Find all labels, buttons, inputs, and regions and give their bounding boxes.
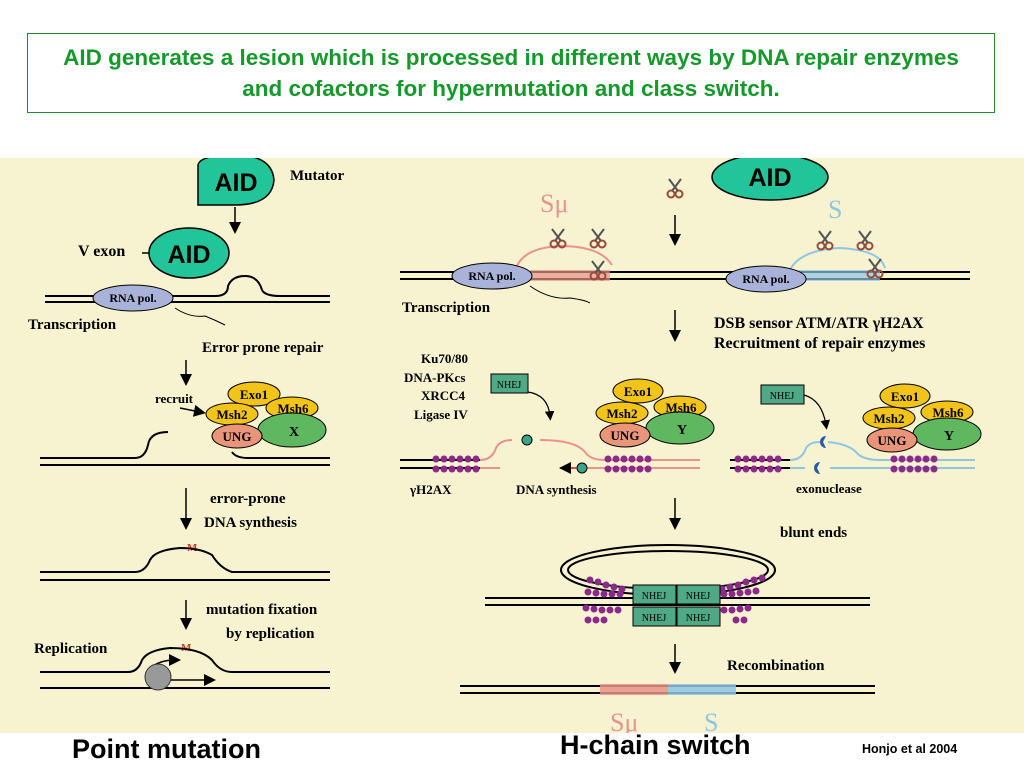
recruit-label: recruit [155,391,194,406]
dsb-label-1: DSB sensor ATM/ATR γH2AX [714,315,924,332]
ung-label: UNG [878,433,907,448]
scissors-icon [549,228,567,249]
nhej-label: NHEJ [770,391,795,402]
transcription-label: Transcription [28,317,117,333]
fixation-label-1: mutation fixation [206,602,318,618]
aid-label: AID [214,169,257,197]
y-label: Y [944,429,954,444]
rna-pol [92,284,174,312]
aid-badge-vexon: AID [148,227,230,279]
y-label: Y [677,423,687,438]
diagram-panel: AID Mutator V exon AID RNA pol. Transcri… [0,158,1024,733]
scissors-icon [589,228,607,249]
exo1-label: Exo1 [891,389,919,404]
nhej-label: NHEJ [686,591,711,602]
error-prone-label-2: DNA synthesis [204,515,297,531]
scissors-icon [856,230,874,251]
fixation-label-2: by replication [226,626,315,642]
transcription-label: Transcription [402,300,491,316]
ku-label-3: XRCC4 [421,388,466,403]
exo1-label: Exo1 [624,384,652,399]
aid-label: AID [167,241,210,269]
dna-strand [45,274,330,297]
msh6-label: Msh6 [665,400,697,415]
aid-badge-right: AID [711,158,829,201]
slide-title: AID generates a lesion which is processe… [63,45,959,101]
dna-synthesis-label: DNA synthesis [516,482,597,497]
scissors-icon [816,230,834,251]
right-pathway: AID Sμ S RNA pol. RNA pol. Transcription… [400,158,982,733]
aid-badge-top: AID [197,158,275,206]
msh6-label: Msh6 [277,401,309,416]
title-box: AID generates a lesion which is processe… [27,33,995,113]
smu-label: Sμ [540,189,568,218]
ku-label-2: DNA-PKcs [404,370,465,385]
msh2-label: Msh2 [216,407,247,422]
dsb-label-2: Recruitment of repair enzymes [714,335,925,352]
exonuclease-label: exonuclease [796,481,862,496]
exo1-label: Exo1 [240,387,268,402]
error-prone-repair-label: Error prone repair [202,340,324,356]
ung-label: UNG [223,429,252,444]
x-label: X [289,425,299,440]
s-label: S [828,195,842,224]
ku-label-4: Ligase IV [414,407,468,422]
error-prone-label-1: error-prone [210,491,286,507]
rna-pol [451,262,533,290]
nhej-label: NHEJ [642,591,667,602]
nhej-label: NHEJ [642,613,667,624]
msh2-label: Msh2 [873,411,904,426]
ung-label: UNG [611,428,640,443]
recombination-label: Recombination [727,658,825,674]
aid-label: AID [748,164,791,192]
rna-pol [725,265,807,293]
h2ax-beads [432,455,938,473]
blunt-ends-label: blunt ends [780,525,847,541]
point-mutation-label: Point mutation [72,734,261,764]
ku-label-1: Ku70/80 [421,351,468,366]
msh6-label: Msh6 [932,405,964,420]
v-exon-label: V exon [78,243,125,260]
rna-pol-label: RNA pol. [468,269,515,283]
s-bottom-label: S [704,708,718,733]
nhej-label: NHEJ [686,613,711,624]
rna-pol-label: RNA pol. [742,272,789,286]
scissors-icon [666,178,684,199]
h-chain-switch-label: H-chain switch [560,730,751,760]
rna-pol-label: RNA pol. [109,291,156,305]
replication-label: Replication [34,641,108,657]
citation-label: Honjo et al 2004 [862,742,958,756]
nhej-label: NHEJ [497,380,522,391]
gh2ax-label: γH2AX [409,482,452,497]
msh2-label: Msh2 [606,406,637,421]
mutation-mark: M [181,642,192,654]
replication-fork [144,663,172,691]
smu-bottom-label: Sμ [610,708,638,733]
mutator-label: Mutator [290,168,344,184]
left-pathway: AID Mutator V exon AID RNA pol. Transcri… [28,158,344,691]
